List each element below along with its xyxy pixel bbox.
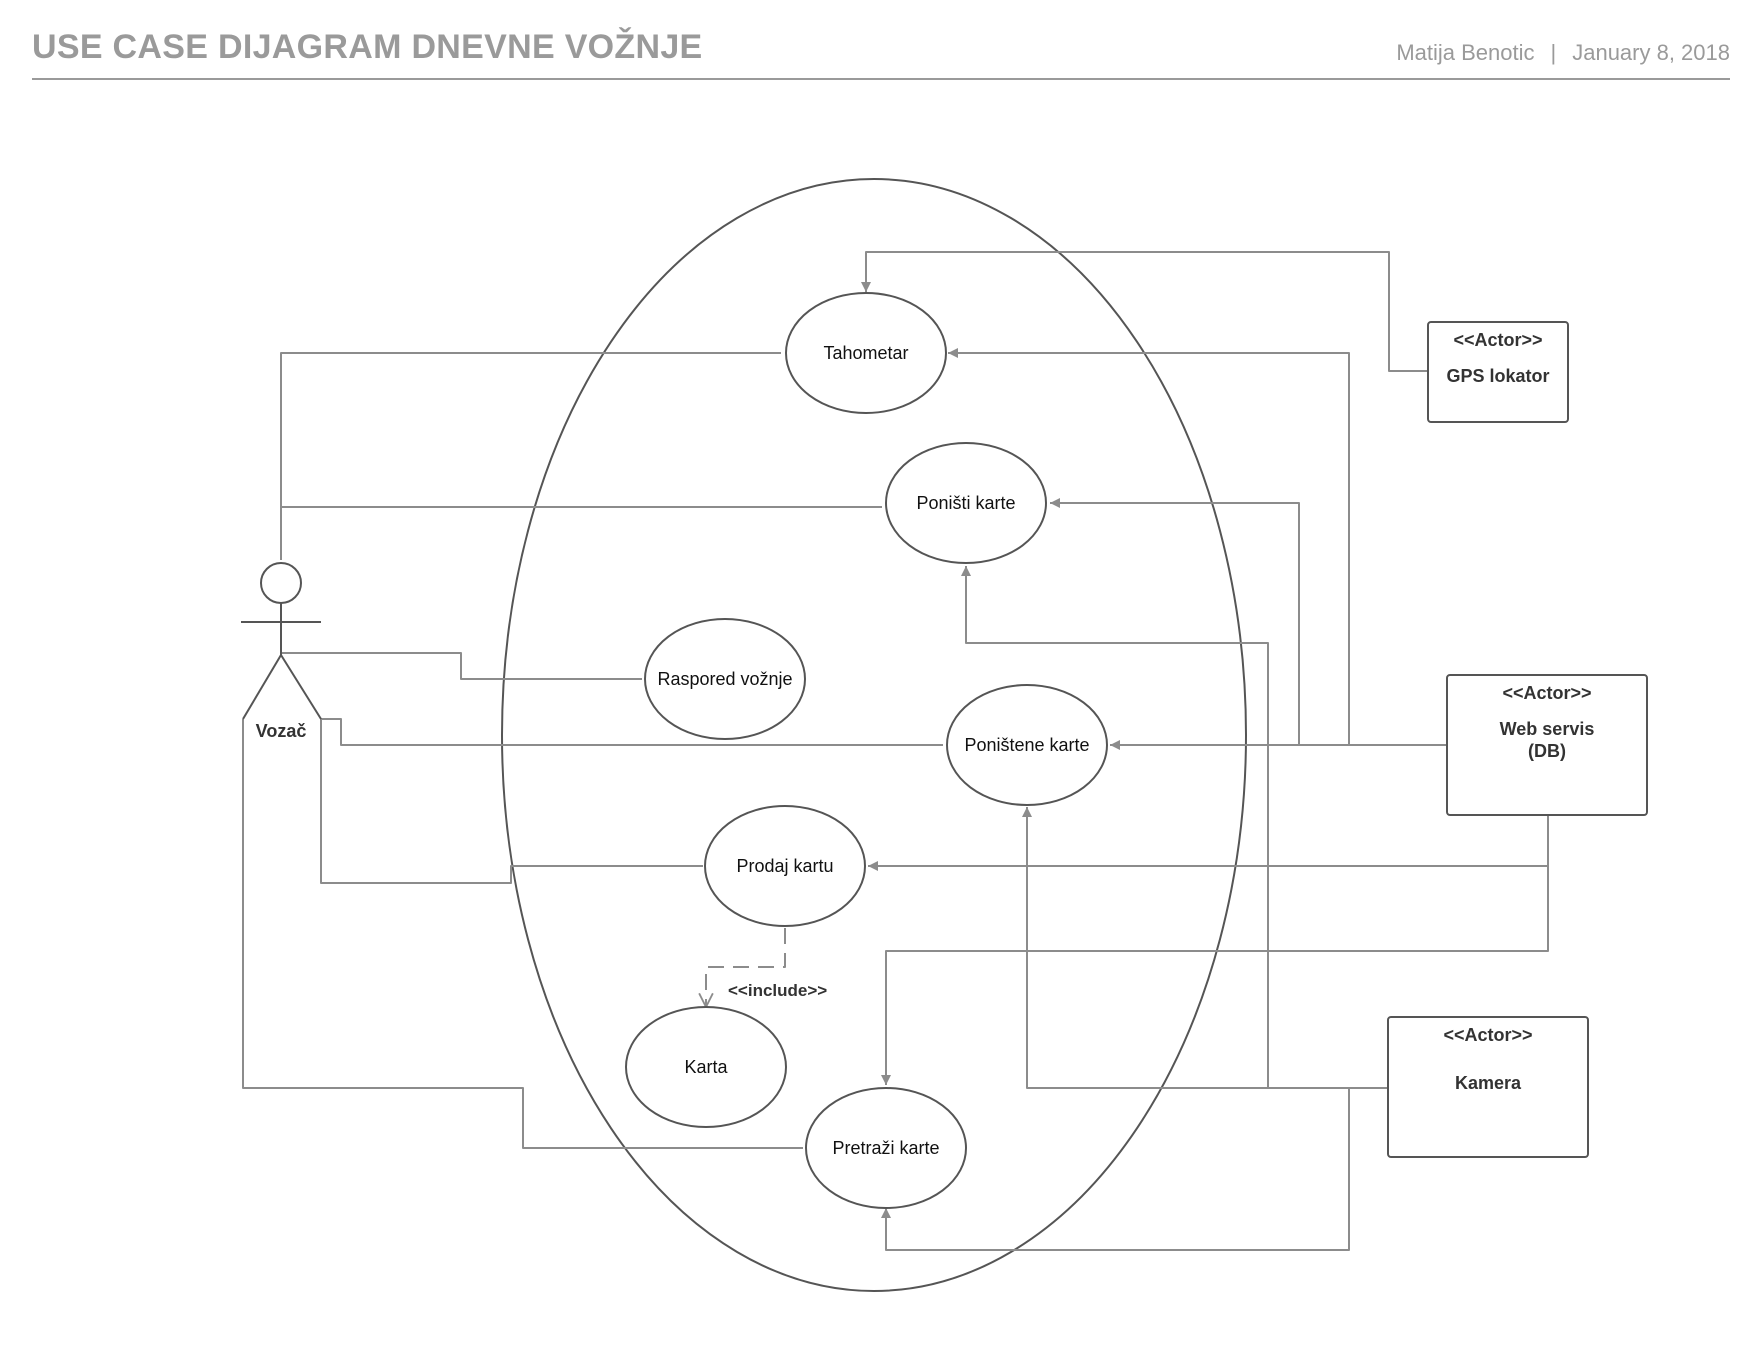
system-boundary <box>501 178 1247 1292</box>
assoc-kamera-ponistene-karte <box>1022 807 1388 1089</box>
actor-vozac[interactable] <box>241 562 322 720</box>
actor-name-line2: (DB) <box>1528 741 1566 761</box>
author: Matija Benotic <box>1396 40 1535 65</box>
use-case-label: Prodaj kartu <box>736 856 833 876</box>
actor-kamera[interactable]: <<Actor>> Kamera <box>1387 1016 1589 1158</box>
use-case-tahometar[interactable]: Tahometar <box>785 292 947 414</box>
actor-name: Kamera <box>1455 1073 1522 1093</box>
assoc-vozac-ponistene-karte <box>321 718 943 746</box>
assoc-web-prodaj-kartu <box>868 815 1549 871</box>
use-case-karta[interactable]: Karta <box>625 1006 787 1128</box>
use-case-label: Poništene karte <box>964 735 1089 755</box>
assoc-web-ponisti-karte <box>1050 498 1447 746</box>
use-case-pretrazi-karte[interactable]: Pretraži karte <box>805 1087 967 1209</box>
header-separator: | <box>1550 40 1557 65</box>
page-title: USE CASE DIJAGRAM DNEVNE VOŽNJE <box>32 28 703 66</box>
actor-gps-lokator[interactable]: <<Actor>> GPS lokator <box>1427 321 1569 423</box>
assoc-gps-tahometar <box>861 251 1428 372</box>
use-case-raspored-voznje[interactable]: Raspored vožnje <box>644 618 806 740</box>
actor-name: Web servis <box>1500 719 1595 739</box>
assoc-vozac-raspored-voznje <box>281 652 642 680</box>
date: January 8, 2018 <box>1572 40 1730 65</box>
assoc-vozac-pretrazi-karte <box>242 719 803 1149</box>
use-case-label: Pretraži karte <box>832 1138 939 1158</box>
assoc-vozac-tahometar <box>280 352 781 560</box>
assoc-vozac-prodaj-kartu <box>320 719 703 884</box>
actor-stereotype: <<Actor>> <box>1453 330 1542 350</box>
header-divider <box>32 78 1730 80</box>
assoc-web-pretrazi-karte <box>881 866 1549 1085</box>
assoc-kamera-pretrazi-karte <box>881 1087 1388 1251</box>
assoc-kamera-ponisti-karte <box>961 566 1388 1089</box>
include-relation <box>706 928 786 1007</box>
use-case-ponistene-karte[interactable]: Poništene karte <box>946 684 1108 806</box>
use-case-label: Poništi karte <box>916 493 1015 513</box>
actor-left-leg <box>242 654 282 720</box>
actor-name: GPS lokator <box>1446 366 1549 386</box>
use-case-label: Raspored vožnje <box>657 669 792 689</box>
use-case-ponisti-karte[interactable]: Poništi karte <box>885 442 1047 564</box>
actor-right-leg <box>280 654 322 720</box>
actor-stereotype: <<Actor>> <box>1502 683 1591 703</box>
actor-vozac-label: Vozač <box>256 721 307 741</box>
include-label: <<include>> <box>728 981 827 1000</box>
actor-web-servis[interactable]: <<Actor>> Web servis (DB) <box>1446 674 1648 816</box>
use-case-label: Karta <box>684 1057 728 1077</box>
use-case-label: Tahometar <box>823 343 908 363</box>
actor-stereotype: <<Actor>> <box>1443 1025 1532 1045</box>
assoc-vozac-ponisti-karte <box>280 506 882 560</box>
use-case-prodaj-kartu[interactable]: Prodaj kartu <box>704 805 866 927</box>
header-meta: Matija Benotic | January 8, 2018 <box>1396 40 1730 66</box>
actor-head <box>260 562 302 604</box>
